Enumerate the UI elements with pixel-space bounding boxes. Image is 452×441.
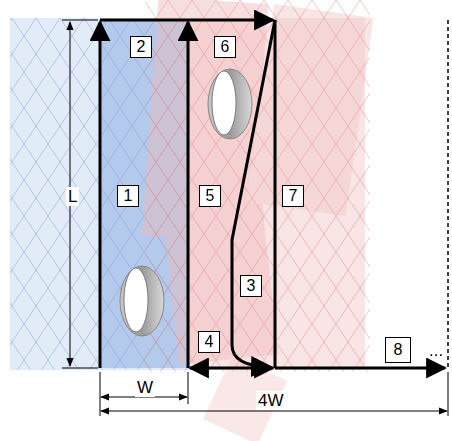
callout-box: 5 [199,185,221,207]
callout-box: 2 [130,36,152,58]
callout-box: 3 [240,275,262,297]
dimension-label: 4W [256,391,286,410]
callout-box: 4 [198,331,220,353]
callout-number: 7 [289,188,298,204]
callout-number: 1 [124,188,133,204]
callout-number: 6 [221,39,230,55]
dimension-label: W [135,378,155,397]
callout-number: 8 [394,342,403,358]
callout-number: 2 [137,39,146,55]
callout-box: 8 [385,337,411,363]
dimension-label: L [66,187,79,206]
callout-box: 1 [117,185,139,207]
callout-box: 7 [282,185,304,207]
continuation-mark: ... [427,341,445,360]
callout-box: 6 [214,36,236,58]
path-arrows [100,20,445,368]
lens-symbol [208,69,252,139]
dimension-lines [62,20,448,416]
lens-symbol [120,266,164,336]
callout-number: 4 [205,334,214,350]
callout-number: 5 [206,188,215,204]
callout-number: 3 [247,278,256,294]
